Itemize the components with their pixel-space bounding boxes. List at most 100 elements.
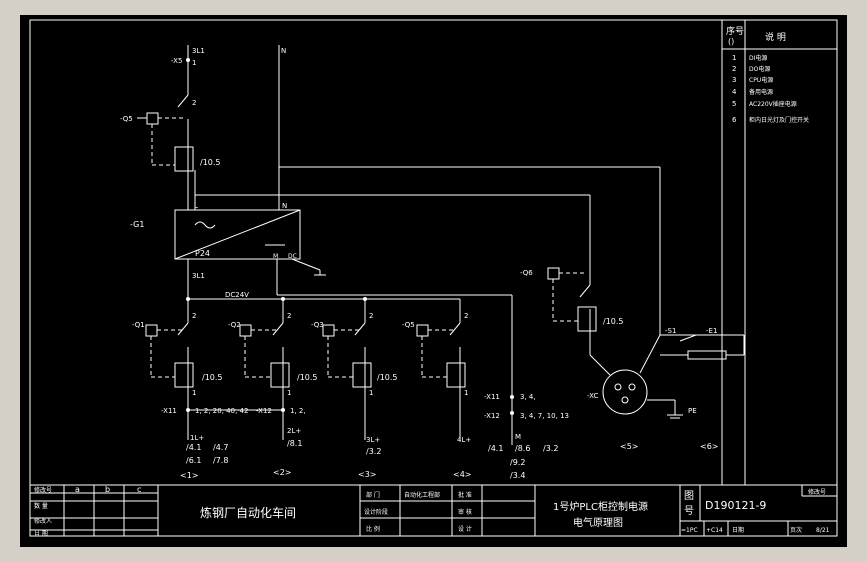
label-q5: -Q5	[120, 115, 133, 123]
tb-dno-label-2: 号	[684, 505, 694, 517]
ac-circuit: -Q6 /10.5 -XC PE -S1 -E1	[520, 267, 745, 419]
col-6: <6>	[700, 442, 719, 451]
drawing-frame	[29, 19, 838, 537]
legend-head-desc: 说 明	[765, 31, 786, 43]
tb-col-c: c	[137, 485, 141, 494]
schematic-drawing: 序号 () 说 明 1 DI电源 2 DO电源 3 CPU电源 4 备用电源 5…	[29, 19, 838, 537]
socket-xc	[602, 369, 648, 415]
label-1lp: 1L+	[190, 434, 204, 442]
ref-2: /8.1	[287, 439, 302, 448]
label-3l1: 3L1	[192, 272, 205, 280]
label-q4-1: 1	[464, 389, 468, 397]
legend-head-no2: ()	[728, 37, 734, 46]
label-m-out: M	[515, 433, 521, 441]
col-5: <5>	[620, 442, 639, 451]
label-m: M	[273, 253, 278, 260]
label-x11-right: -X11	[484, 393, 500, 401]
label-x12-right: -X12	[484, 412, 500, 420]
label-q6: -Q6	[520, 269, 533, 277]
label-q1-1: 1	[192, 389, 196, 397]
output-labels: 1L+ /4.1 /4.7 /6.1 /7.8 <1> 2L+ /8.1 <2>…	[180, 427, 719, 480]
lamp-e1	[687, 350, 727, 360]
legend-no-4: 4	[732, 88, 737, 96]
label-xc: -XC	[587, 392, 598, 400]
breaker-q4: -Q5 2 1	[402, 299, 468, 440]
tb-modifier-label: 修改人	[34, 517, 52, 525]
tb-dno-label-1: 图	[684, 490, 694, 502]
legend-items: 1 DI电源 2 DO电源 3 CPU电源 4 备用电源 5 AC220V插座电…	[732, 54, 809, 124]
label-x5-1: 1	[192, 59, 196, 67]
label-p24: P24	[195, 249, 210, 258]
tb-ratio-label: 比 例	[366, 525, 380, 533]
tb-cell-date: 日期	[732, 526, 744, 534]
legend-text-1: DI电源	[749, 54, 767, 62]
legend-text-4: 备用电源	[749, 88, 773, 96]
tb-drawing-title-2: 电气原理图	[573, 516, 623, 529]
label-n: N	[282, 202, 287, 210]
label-3l1-top: 3L1	[192, 47, 205, 55]
label-x12-left: -X12	[256, 407, 272, 415]
label-x12-terms-left: 1, 2,	[290, 407, 306, 415]
ref-m1: /4.1	[488, 444, 503, 453]
ref-m2: /8.6	[515, 444, 530, 453]
ref-1b: /4.7	[213, 443, 228, 452]
ref-1d: /7.8	[213, 456, 228, 465]
breaker-q3: -Q3 2 /10.5 1	[311, 299, 398, 440]
label-x12-right-terms: 3, 4, 7, 10, 13	[520, 412, 569, 420]
label-x5: -X5	[171, 57, 182, 65]
tb-cell-b: +C14	[706, 527, 723, 534]
tb-design-label: 设 计	[458, 525, 472, 533]
legend-no-1: 1	[732, 54, 736, 62]
legend-text-3: CPU电源	[749, 76, 773, 84]
label-s1: -S1	[665, 327, 676, 335]
col-3: <3>	[358, 470, 377, 479]
label-2lp: 2L+	[287, 427, 301, 435]
tb-company: 炼钢厂自动化车间	[200, 505, 296, 520]
terminal-row: -X11 1, 2, 20, 40, 42 -X12 1, 2, -X11 3,…	[161, 393, 569, 420]
label-x11-terms: 1, 2, 20, 40, 42	[195, 407, 248, 415]
label-pe: PE	[688, 407, 697, 415]
label-q1-2: 2	[192, 312, 196, 320]
ref-1a: /4.1	[186, 443, 201, 452]
label-e1: -E1	[706, 327, 717, 335]
label-q4-2: 2	[464, 312, 468, 320]
legend-text-5: AC220V插座电源	[749, 100, 797, 108]
label-q2-2: 2	[287, 312, 291, 320]
legend-no-3: 3	[732, 76, 736, 84]
label-q5-ref: /10.5	[200, 158, 221, 167]
label-q2-ref: /10.5	[297, 373, 318, 382]
label-q3: -Q3	[311, 321, 324, 329]
ref-m3: /3.2	[543, 444, 558, 453]
label-q3-ref: /10.5	[377, 373, 398, 382]
label-q6-ref: /10.5	[603, 317, 624, 326]
tb-designer-label: 设计阶段	[364, 508, 388, 516]
label-dc24v: DC24V	[225, 291, 249, 299]
cad-viewport[interactable]: 序号 () 说 明 1 DI电源 2 DO电源 3 CPU电源 4 备用电源 5…	[20, 15, 847, 547]
tb-col-b: b	[105, 485, 110, 494]
col-2: <2>	[273, 468, 292, 477]
label-q2-1: 1	[287, 389, 291, 397]
label-q4-switch: -Q5	[402, 321, 415, 329]
tb-rev-state-label: 修改号	[808, 488, 826, 496]
tb-dept-value: 自动化工程部	[404, 491, 440, 499]
title-block: 修改号 a b c 数 量 修改人 日 期 炼钢厂自动化车间 部 门 自动化工程…	[30, 485, 837, 537]
label-x11-right-terms: 3, 4,	[520, 393, 536, 401]
tb-date-label: 日 期	[34, 529, 48, 537]
tb-drawing-no: D190121-9	[705, 499, 766, 512]
ref-m5: /3.4	[510, 471, 525, 480]
ref-m4: /9.2	[510, 458, 525, 467]
ref-1c: /6.1	[186, 456, 201, 465]
label-3lp: 3L+	[366, 436, 380, 444]
power-supply-g1	[174, 209, 301, 260]
label-x11: -X11	[161, 407, 177, 415]
tb-approve-label: 批 准	[458, 491, 472, 499]
supply-lines: 3L1 -X5 1 2 -Q5 /10.5 N -G1 L N P24 M DC	[120, 45, 661, 445]
label-q3-2: 2	[369, 312, 373, 320]
label-g1: -G1	[130, 220, 144, 229]
tb-count-label: 数 量	[34, 502, 48, 510]
tb-drawing-title-1: 1号炉PLC柜控制电源	[553, 500, 648, 513]
tb-page-label: 页次	[790, 526, 802, 534]
breaker-q1: -Q1 2 /10.5 1	[132, 312, 223, 440]
tb-rev-label: 修改号	[34, 486, 52, 494]
label-q5-2: 2	[192, 99, 196, 107]
